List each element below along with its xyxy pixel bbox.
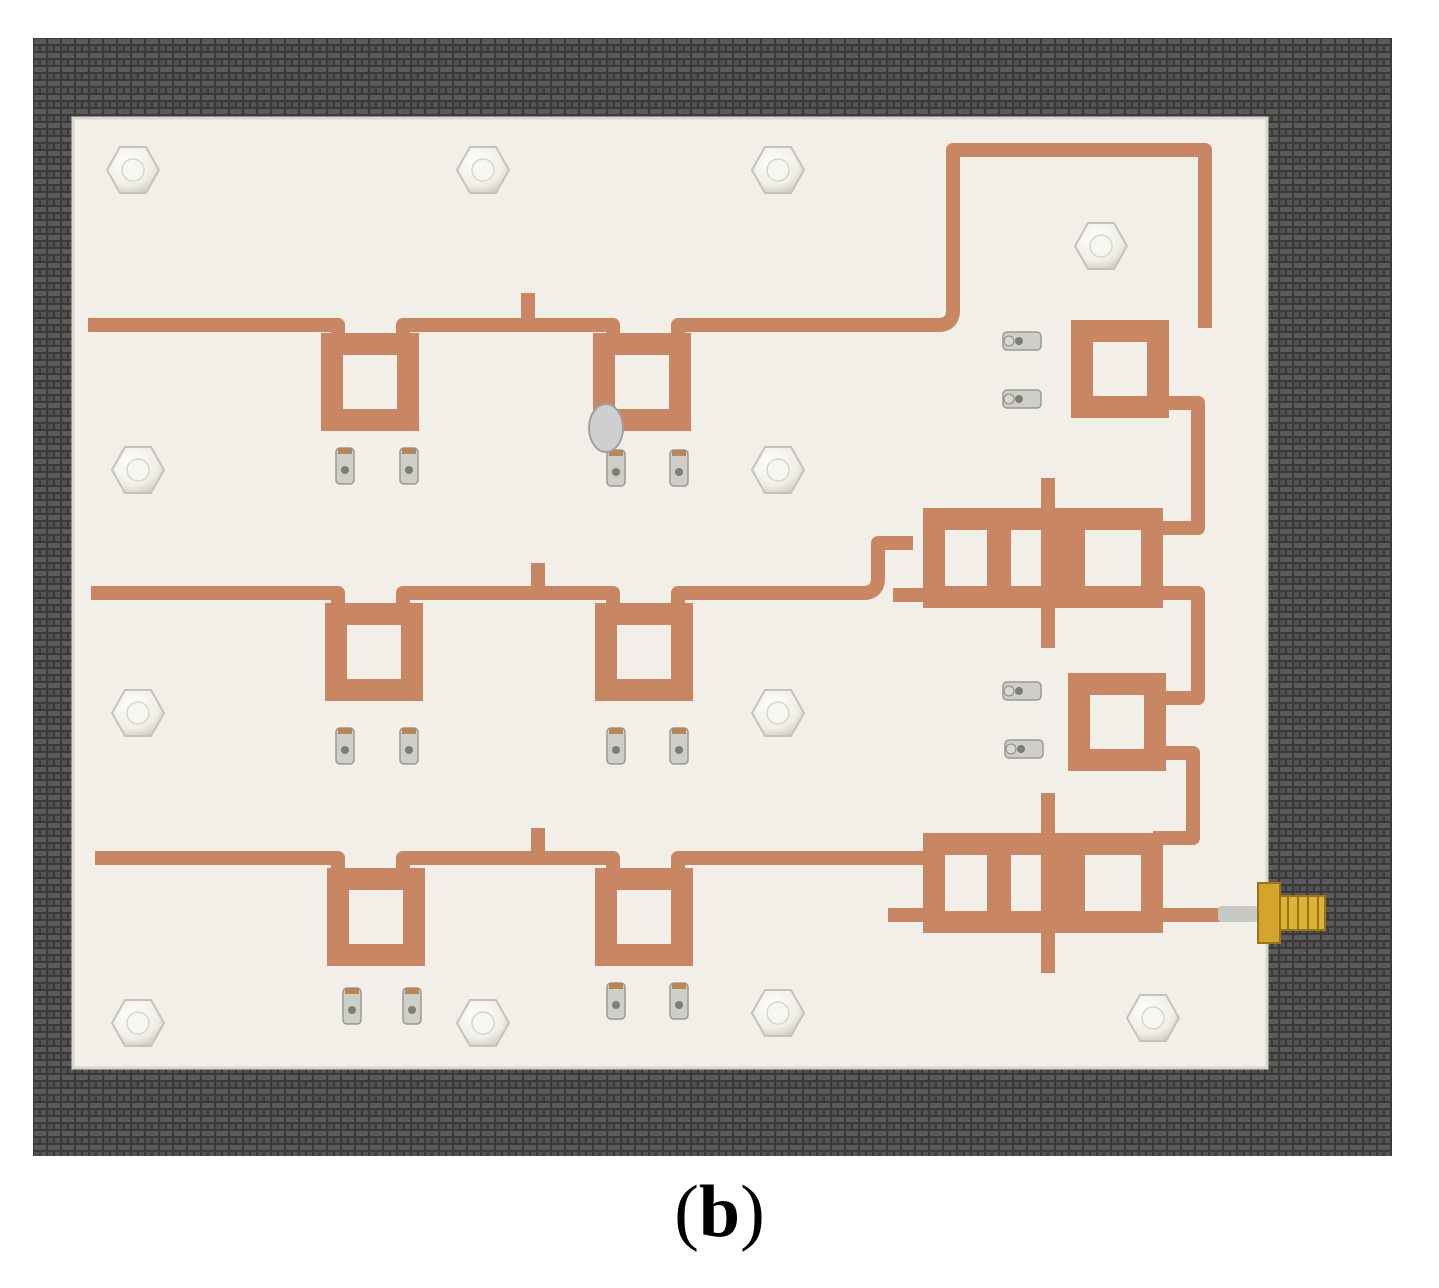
solder-pads: [335, 331, 1044, 1025]
caption-letter: b: [698, 1171, 741, 1253]
branch-line-couplers: [321, 320, 1169, 966]
pcb-photo: [33, 38, 1392, 1156]
figure-caption: (b): [0, 1170, 1439, 1255]
caption-close: ): [740, 1171, 765, 1253]
caption-open: (: [674, 1171, 699, 1253]
sma-connector: [1218, 882, 1326, 944]
